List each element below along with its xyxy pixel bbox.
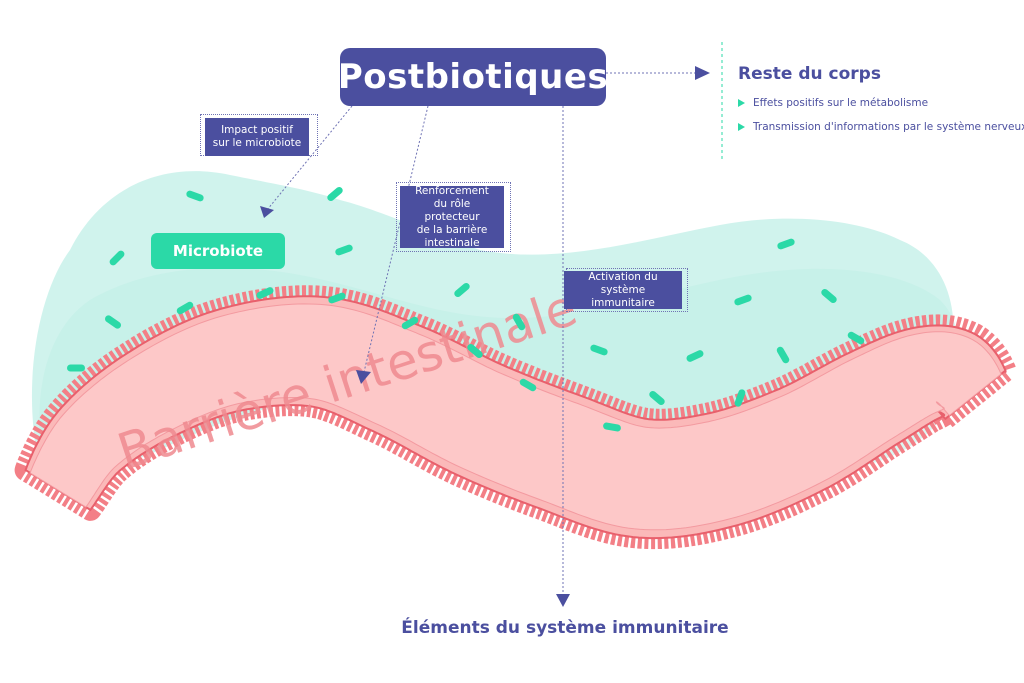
reste-item-metabolisme: Effets positifs sur le métabolisme <box>738 97 928 109</box>
postbiotiques-title: Postbiotiques <box>338 48 608 106</box>
bacterium-icon <box>603 422 621 432</box>
bacterium-icon <box>590 344 608 356</box>
microbiote-label: Microbiote <box>151 233 285 269</box>
bacterium-icon <box>104 315 122 329</box>
bacterium-icon <box>734 389 746 407</box>
barrier-inner <box>29 303 1002 531</box>
bacterium-icon <box>467 343 483 359</box>
triangle-bullet-icon <box>738 99 745 107</box>
reste-item-systeme-nerveux: Transmission d'informations par le systè… <box>738 121 1024 133</box>
renforcement-line-4: intestinale <box>424 236 480 249</box>
bacterium-icon <box>256 287 274 299</box>
activation-line-2: système immunitaire <box>591 283 655 309</box>
arrow-head-icon <box>695 66 710 80</box>
impact-line-1: Impact positif <box>221 124 293 136</box>
impact-microbiote-box: Impact positif sur le microbiote <box>205 118 309 156</box>
bacterium-icon <box>328 292 346 304</box>
arrow-head-icon <box>356 370 371 384</box>
bacteria-group <box>67 186 865 432</box>
bacterium-icon <box>821 288 837 304</box>
bacterium-icon <box>776 346 790 364</box>
bacterium-icon <box>176 301 194 315</box>
bacterium-icon <box>401 316 419 330</box>
arrow-head-icon <box>260 206 274 218</box>
intestinal-barrier <box>14 285 1017 550</box>
bacterium-icon <box>512 313 526 331</box>
reste-item-label: Effets positifs sur le métabolisme <box>753 97 929 109</box>
arrow-head-icon <box>556 594 570 607</box>
bacterium-icon <box>109 250 125 266</box>
renforcement-line-1: Renforcement <box>415 184 489 197</box>
renforcement-barriere-box: Renforcement du rôle protecteur de la ba… <box>400 184 504 249</box>
activation-immunitaire-box: Activation du système immunitaire <box>564 271 682 309</box>
activation-line-1: Activation du <box>588 270 658 283</box>
elements-systeme-immunitaire-label: Éléments du système immunitaire <box>401 618 729 638</box>
bacterium-icon <box>734 294 752 306</box>
triangle-bullet-icon <box>738 123 745 131</box>
bacterium-icon <box>777 238 795 250</box>
renforcement-line-2: du rôle protecteur <box>424 197 480 223</box>
bacterium-icon <box>335 244 353 256</box>
reste-du-corps-title: Reste du corps <box>738 64 881 84</box>
renforcement-line-3: de la barrière <box>416 223 488 236</box>
impact-line-2: sur le microbiote <box>212 137 302 149</box>
bacterium-icon <box>186 190 204 202</box>
bacterium-icon <box>454 282 470 298</box>
bacterium-icon <box>686 350 704 362</box>
bacterium-icon <box>847 331 865 345</box>
bacterium-icon <box>327 186 343 202</box>
reste-item-label: Transmission d'informations par le systè… <box>753 121 1024 133</box>
renforcement-frame <box>396 182 511 252</box>
bacterium-icon <box>649 390 665 406</box>
bacterium-icon <box>67 364 85 372</box>
bacterium-icon <box>519 378 537 392</box>
